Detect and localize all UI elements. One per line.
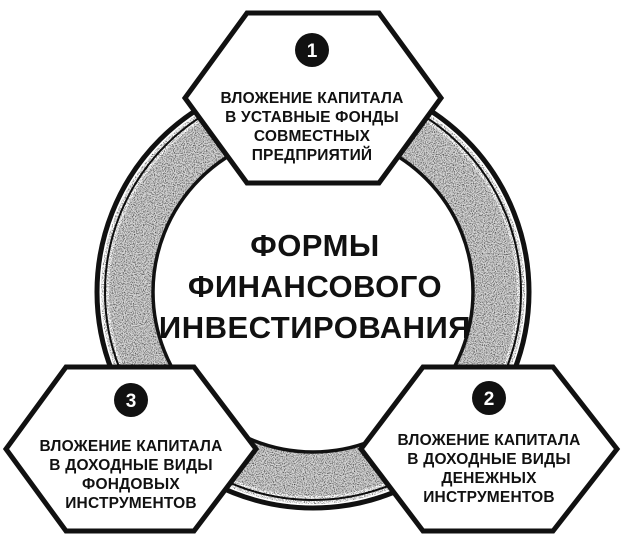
center-title-line-3: ИНВЕСТИРОВАНИЯ [159,310,471,345]
node-1-number: 1 [307,41,318,62]
center-title: ФОРМЫ ФИНАНСОВОГО ИНВЕСТИРОВАНИЯ [159,228,471,345]
node-1-badge [295,33,329,67]
node-2-badge [472,381,506,415]
node-3-line-3: ФОНДОВЫХ [82,476,180,493]
center-title-line-1: ФОРМЫ [250,228,380,263]
node-3: 3 ВЛОЖЕНИЕ КАПИТАЛА В ДОХОДНЫЕ ВИДЫ ФОНД… [2,364,260,534]
node-1-line-4: ПРЕДПРИЯТИЙ [252,146,373,164]
node-2-line-2: В ДОХОДНЫЕ ВИДЫ [407,451,570,468]
node-3-line-4: ИНСТРУМЕНТОВ [65,495,197,512]
center-title-line-2: ФИНАНСОВОГО [188,269,442,304]
node-1-line-3: СОВМЕСТНЫХ [254,128,371,145]
node-2-line-4: ИНСТРУМЕНТОВ [423,489,555,506]
node-1-line-1: ВЛОЖЕНИЕ КАПИТАЛА [221,90,404,107]
node-3-badge [114,383,148,417]
node-3-line-2: В ДОХОДНЫЕ ВИДЫ [49,457,212,474]
node-2-number: 2 [484,389,495,410]
node-2-line-3: ДЕНЕЖНЫХ [441,470,537,487]
node-3-hexagon [2,364,260,534]
node-1: 1 ВЛОЖЕНИЕ КАПИТАЛА В УСТАВНЫЕ ФОНДЫ СОВ… [181,10,445,186]
node-2-hexagon [357,364,621,534]
node-1-hexagon [181,10,445,186]
node-3-line-1: ВЛОЖЕНИЕ КАПИТАЛА [40,438,223,455]
node-3-number: 3 [126,391,137,412]
node-2: 2 ВЛОЖЕНИЕ КАПИТАЛА В ДОХОДНЫЕ ВИДЫ ДЕНЕ… [357,364,621,534]
node-2-line-1: ВЛОЖЕНИЕ КАПИТАЛА [398,432,581,449]
node-1-line-2: В УСТАВНЫЕ ФОНДЫ [225,109,399,126]
